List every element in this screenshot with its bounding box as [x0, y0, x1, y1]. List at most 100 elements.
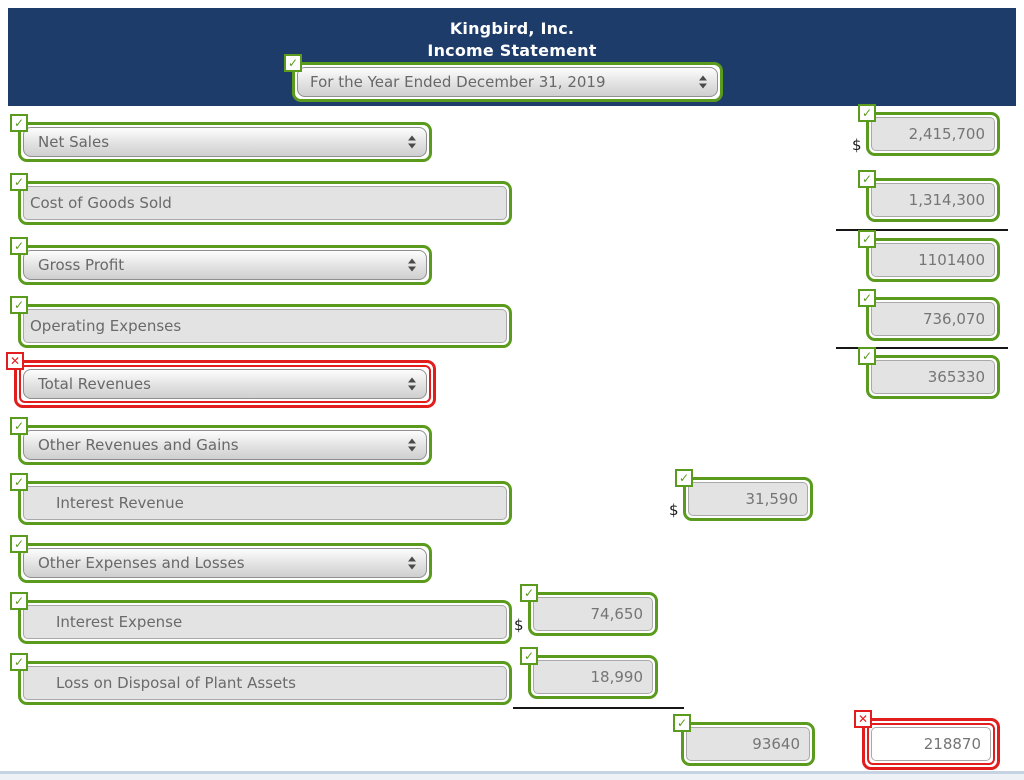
- amount-value: 2,415,700: [908, 125, 985, 143]
- correct-check-icon: ✓: [10, 473, 28, 491]
- amount-net-sales[interactable]: 2,415,700: [871, 117, 995, 151]
- period-select[interactable]: For the Year Ended December 31, 2019: [297, 67, 718, 97]
- field-gross-profit: ✓ Gross Profit: [10, 237, 432, 285]
- amount-value: 365330: [927, 368, 985, 386]
- correct-check-icon: ✓: [10, 173, 28, 191]
- statement-title: Income Statement: [427, 41, 597, 60]
- amount-net-income[interactable]: 218870: [871, 727, 991, 761]
- select-stepper-icon: [699, 75, 708, 89]
- input-value: Interest Revenue: [56, 494, 184, 512]
- amount-value: 31,590: [745, 490, 799, 508]
- input-value: Cost of Goods Sold: [30, 194, 172, 212]
- field-amount-net-sales: ✓ $ 2,415,700: [852, 104, 1000, 156]
- input-value: Interest Expense: [56, 613, 183, 631]
- amount-loss-on-disposal[interactable]: 18,990: [533, 660, 653, 694]
- correct-check-icon: ✓: [675, 469, 693, 487]
- select-other-revenues-and-gains[interactable]: Other Revenues and Gains: [23, 430, 427, 460]
- select-value: Gross Profit: [38, 256, 125, 274]
- correct-check-icon: ✓: [10, 237, 28, 255]
- correct-check-icon: ✓: [858, 170, 876, 188]
- field-amount-interest-revenue: ✓ $ 31,590: [669, 469, 813, 521]
- select-gross-profit[interactable]: Gross Profit: [23, 250, 427, 280]
- correct-check-icon: ✓: [520, 647, 538, 665]
- amount-interest-expense[interactable]: 74,650: [533, 597, 653, 631]
- input-cost-of-goods-sold[interactable]: Cost of Goods Sold: [23, 186, 507, 220]
- select-value: Net Sales: [38, 133, 110, 151]
- field-amount-interest-expense: ✓ $ 74,650: [514, 584, 658, 636]
- field-net-sales: ✓ Net Sales: [10, 114, 432, 162]
- amount-value: 1101400: [918, 251, 985, 269]
- period-select-value: For the Year Ended December 31, 2019: [310, 73, 606, 91]
- amount-total-revenues-row[interactable]: 365330: [871, 360, 995, 394]
- input-operating-expenses[interactable]: Operating Expenses: [23, 309, 507, 343]
- select-other-expenses-and-losses[interactable]: Other Expenses and Losses: [23, 548, 427, 578]
- field-other-revenues-and-gains: ✓ Other Revenues and Gains: [10, 417, 432, 465]
- select-stepper-icon: [408, 556, 417, 570]
- correct-check-icon: ✓: [858, 347, 876, 365]
- input-interest-expense[interactable]: Interest Expense: [23, 605, 507, 639]
- field-other-expenses-and-losses: ✓ Other Expenses and Losses: [10, 535, 432, 583]
- field-interest-expense: ✓ Interest Expense: [10, 592, 512, 644]
- incorrect-x-icon: ✕: [854, 710, 872, 728]
- field-amount-total-revenues-row: ✓ 365330: [858, 347, 1000, 399]
- correct-check-icon: ✓: [10, 592, 28, 610]
- field-amount-other-expenses-total: ✓ 93640: [673, 714, 815, 766]
- field-cost-of-goods-sold: ✓ Cost of Goods Sold: [10, 173, 512, 225]
- field-amount-operating-expenses: ✓ 736,070: [858, 289, 1000, 341]
- page-bottom-area: [0, 774, 1024, 780]
- subtotal-rule: [513, 707, 684, 709]
- correct-check-icon: ✓: [858, 230, 876, 248]
- amount-value: 18,990: [590, 668, 644, 686]
- field-amount-net-income: ✕ 218870: [854, 710, 1000, 770]
- input-interest-revenue[interactable]: Interest Revenue: [23, 486, 507, 520]
- dollar-sign: $: [669, 501, 679, 519]
- correct-check-icon: ✓: [520, 584, 538, 602]
- amount-operating-expenses[interactable]: 736,070: [871, 302, 995, 336]
- field-loss-on-disposal: ✓ Loss on Disposal of Plant Assets: [10, 653, 512, 705]
- select-total-revenues[interactable]: Total Revenues: [23, 369, 427, 399]
- field-operating-expenses: ✓ Operating Expenses: [10, 296, 512, 348]
- dollar-sign: $: [514, 616, 524, 634]
- select-stepper-icon: [408, 438, 417, 452]
- correct-check-icon: ✓: [10, 653, 28, 671]
- amount-value: 736,070: [922, 310, 985, 328]
- amount-value: 1,314,300: [908, 191, 985, 209]
- correct-check-icon: ✓: [673, 714, 691, 732]
- amount-gross-profit[interactable]: 1101400: [871, 243, 995, 277]
- amount-other-expenses-total[interactable]: 93640: [686, 727, 810, 761]
- select-net-sales[interactable]: Net Sales: [23, 127, 427, 157]
- field-amount-gross-profit: ✓ 1101400: [858, 230, 1000, 282]
- amount-value: 74,650: [590, 605, 644, 623]
- field-amount-cost-of-goods-sold: ✓ 1,314,300: [858, 170, 1000, 222]
- correct-check-icon: ✓: [10, 417, 28, 435]
- select-value: Total Revenues: [38, 375, 151, 393]
- correct-check-icon: ✓: [10, 114, 28, 132]
- page-bottom-divider: [0, 771, 1024, 774]
- correct-check-icon: ✓: [858, 104, 876, 122]
- incorrect-x-icon: ✕: [6, 352, 24, 370]
- amount-value: 93640: [752, 735, 800, 753]
- field-amount-loss-on-disposal: ✓ 18,990: [520, 647, 658, 699]
- input-loss-on-disposal[interactable]: Loss on Disposal of Plant Assets: [23, 666, 507, 700]
- input-value: Loss on Disposal of Plant Assets: [56, 674, 296, 692]
- select-value: Other Expenses and Losses: [38, 554, 245, 572]
- amount-cost-of-goods-sold[interactable]: 1,314,300: [871, 183, 995, 217]
- correct-check-icon: ✓: [10, 296, 28, 314]
- select-stepper-icon: [408, 135, 417, 149]
- select-stepper-icon: [408, 258, 417, 272]
- correct-check-icon: ✓: [284, 54, 302, 72]
- subtotal-rule: [836, 229, 1008, 231]
- select-stepper-icon: [408, 377, 417, 391]
- subtotal-rule: [836, 347, 1008, 349]
- input-value: Operating Expenses: [30, 317, 182, 335]
- select-value: Other Revenues and Gains: [38, 436, 239, 454]
- field-period: ✓ For the Year Ended December 31, 2019: [284, 54, 723, 102]
- field-total-revenues: ✕ Total Revenues: [6, 352, 436, 408]
- field-interest-revenue: ✓ Interest Revenue: [10, 473, 512, 525]
- correct-check-icon: ✓: [10, 535, 28, 553]
- amount-value: 218870: [923, 735, 981, 753]
- company-name: Kingbird, Inc.: [449, 19, 575, 38]
- amount-interest-revenue[interactable]: 31,590: [688, 482, 808, 516]
- dollar-sign: $: [852, 136, 862, 154]
- correct-check-icon: ✓: [858, 289, 876, 307]
